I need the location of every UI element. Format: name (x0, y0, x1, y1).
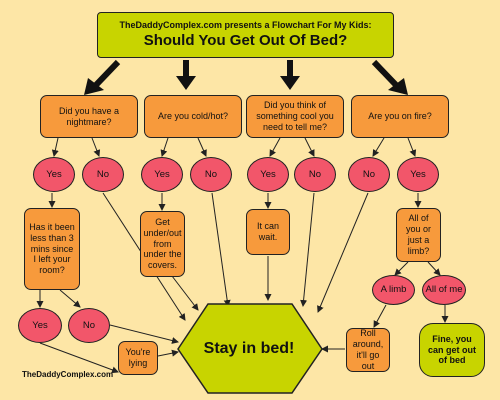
question-limb: All of you or just a limb? (396, 208, 441, 262)
outcome-get-under: Get under/out from under the covers. (140, 211, 185, 277)
connector (51, 137, 59, 157)
answer-all-of-me: All of me (422, 275, 466, 305)
big-arrow-1 (93, 59, 121, 88)
answer-yes-three-mins: Yes (18, 308, 62, 343)
question-on-fire: Are you on fire? (351, 95, 449, 138)
answer-no-nightmare: No (82, 157, 124, 192)
page-title: Should You Get Out Of Bed? (143, 31, 348, 49)
answer-no-fire: No (348, 157, 390, 192)
connector (39, 342, 119, 374)
connector (427, 261, 441, 276)
connector (304, 137, 315, 157)
big-arrow-4-head (388, 78, 408, 95)
connector (109, 324, 179, 344)
question-cool-thing: Did you think of something cool you need… (246, 95, 344, 138)
outcome-it-can-wait: It can wait. (246, 209, 290, 255)
answer-yes-fire: Yes (397, 157, 439, 192)
connector (211, 192, 231, 307)
answer-yes-cool: Yes (247, 157, 289, 192)
title-presenter-line: TheDaddyComplex.com presents a Flowchart… (119, 20, 372, 31)
connector (373, 304, 387, 328)
outcome-youre-lying: You're lying (118, 341, 158, 375)
connector (317, 192, 369, 313)
connector (157, 349, 179, 357)
big-arrow-3-head (280, 76, 300, 90)
question-nightmare: Did you have a nightmare? (40, 95, 138, 138)
answer-yes-nightmare: Yes (33, 157, 75, 192)
answer-yes-cold: Yes (141, 157, 183, 192)
connector (160, 137, 169, 157)
big-arrow-2-head (176, 76, 196, 90)
connector (59, 289, 81, 308)
connector (91, 137, 101, 157)
stay-in-bed-hexagon (177, 303, 323, 394)
connector (171, 275, 199, 311)
connector (269, 137, 281, 157)
question-three-mins: Has it been less than 3 mins since I lef… (24, 208, 80, 290)
title-box: TheDaddyComplex.com presents a Flowchart… (97, 12, 394, 58)
answer-no-cold: No (190, 157, 232, 192)
answer-no-three-mins: No (68, 308, 110, 343)
connector (197, 137, 207, 157)
outcome-fine-get-out: Fine, you can get out of bed (419, 323, 485, 377)
footer-credit: TheDaddyComplex.com (22, 370, 114, 379)
question-cold-hot: Are you cold/hot? (144, 95, 242, 138)
answer-no-cool: No (294, 157, 336, 192)
big-arrow-4 (371, 59, 399, 88)
connector (407, 137, 417, 157)
big-arrow-1-head (84, 78, 104, 95)
answer-a-limb: A limb (372, 275, 415, 305)
connector (394, 261, 409, 276)
outcome-stay-in-bed: Stay in bed! (203, 340, 295, 357)
connector (300, 192, 315, 307)
connector (372, 137, 385, 157)
outcome-roll-around: Roll around, it'll go out (346, 328, 390, 372)
